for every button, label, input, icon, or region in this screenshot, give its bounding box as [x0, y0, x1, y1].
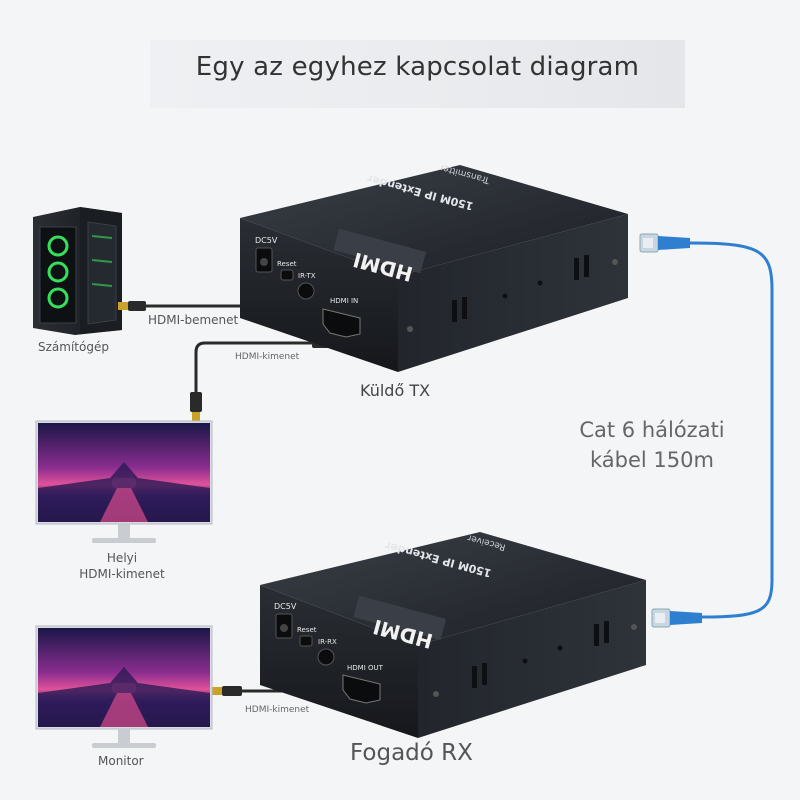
hdmi-input-label: HDMI-bemenet [148, 313, 239, 327]
title-band [150, 40, 685, 108]
hdmi-output-tx-label: HDMI-kimenet [235, 352, 300, 362]
computer-label: Számítógép [38, 340, 109, 354]
rj45-plug-tx [639, 233, 690, 253]
local-hdmi-output-line1: Helyi [106, 551, 138, 565]
tx-port-ir: IR-TX [298, 272, 316, 280]
rj45-plug-rx [651, 608, 702, 628]
local-monitor [35, 420, 213, 543]
tx-port-hdmi: HDMI IN [330, 297, 358, 305]
rx-port-hdmi: HDMI OUT [347, 664, 384, 672]
monitor [35, 625, 213, 748]
diagram-title: Egy az egyhez kapcsolat diagram [195, 52, 640, 82]
tx-extender-box [240, 165, 628, 372]
receiver-label: Fogadó RX [350, 740, 473, 766]
hdmi-output-cable-tx [190, 338, 344, 421]
rx-port-ir: IR-RX [318, 638, 337, 646]
cat6-label-line1: Cat 6 hálózati [579, 418, 725, 442]
tx-port-dc5v: DC5V [255, 236, 278, 245]
monitor-label: Monitor [98, 754, 144, 768]
cat6-label: Cat 6 hálózati kábel 150m [566, 415, 738, 475]
local-hdmi-output-label: Helyi HDMI-kimenet [62, 550, 182, 582]
local-hdmi-output-line2: HDMI-kimenet [79, 567, 165, 581]
tx-port-reset: Reset [277, 260, 297, 268]
rx-port-dc5v: DC5V [274, 602, 297, 611]
cat6-label-line2: kábel 150m [590, 448, 714, 472]
rx-extender-box [260, 532, 646, 738]
hdmi-output-rx-label: HDMI-kimenet [245, 705, 310, 715]
computer-tower [33, 207, 122, 335]
cat6-cable [639, 233, 774, 628]
rx-port-reset: Reset [297, 626, 317, 634]
sender-label: Küldő TX [360, 381, 431, 400]
